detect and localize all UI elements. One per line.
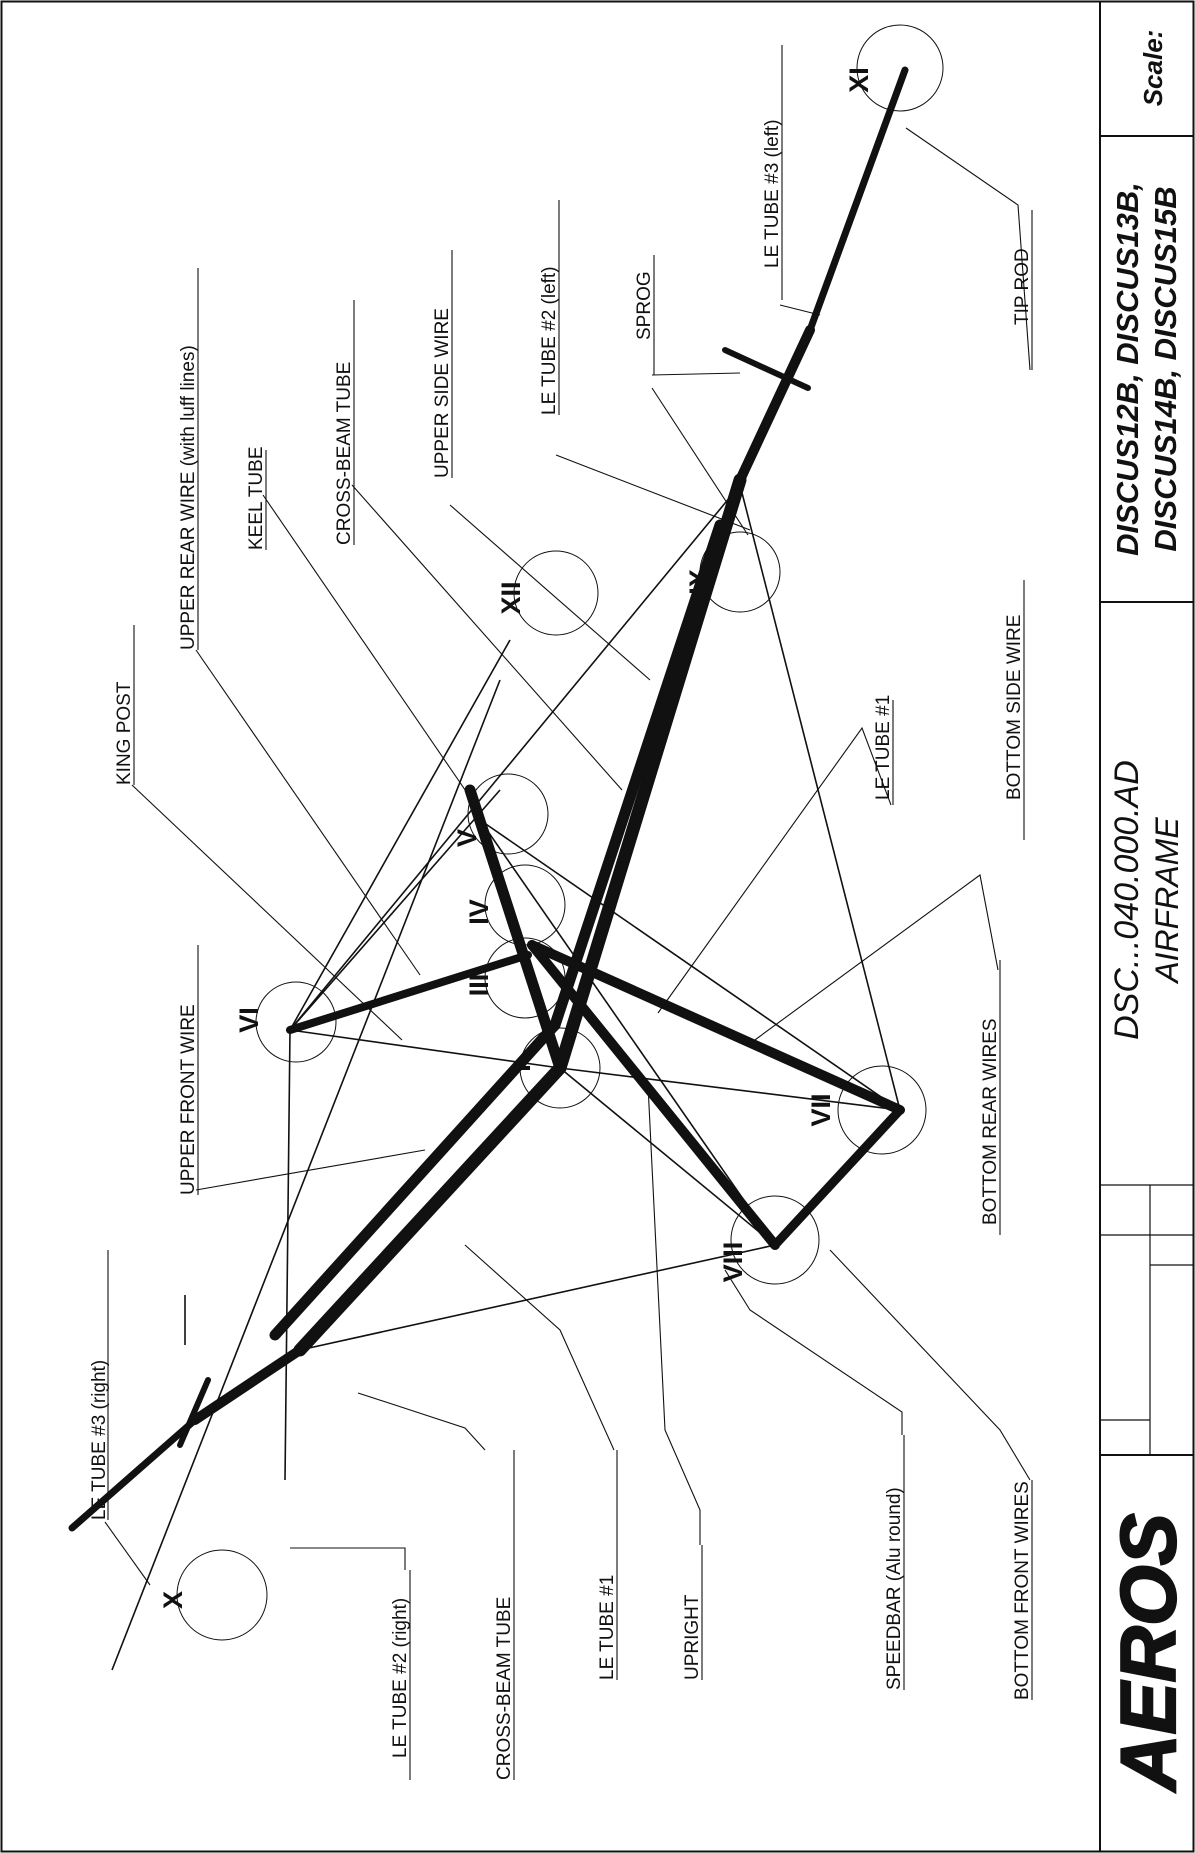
- label-cross-beam-tube-left: CROSS-BEAM TUBE: [334, 362, 355, 545]
- label-tip-rod: TIP ROD: [1012, 248, 1033, 325]
- detail-circle-iii: [484, 937, 566, 1019]
- sprog-right-shape: [177, 1377, 211, 1448]
- label-le-tube-2-right: LE TUBE #2 (right): [390, 1598, 411, 1758]
- detail-vii: VII: [806, 1093, 836, 1126]
- label-sprog: SPROG: [634, 271, 655, 340]
- detail-circle-x: [176, 1549, 268, 1641]
- label-bottom-front-wires: BOTTOM FRONT WIRES: [1012, 1481, 1033, 1700]
- label-upright: UPRIGHT: [682, 1594, 703, 1680]
- detail-circle-i: [519, 1027, 601, 1109]
- detail-numerals: I III IV V VI VII VIII IX X XI XII: [158, 67, 874, 1609]
- detail-viii: VIII: [718, 1242, 748, 1283]
- sprog-left-shape: [722, 347, 811, 391]
- models-line-1: DISCUS12B, DISCUS13B,: [1110, 182, 1145, 556]
- part-labels: LE TUBE #3 (right) LE TUBE #2 (right) CR…: [89, 45, 1033, 1780]
- models-line-2: DISCUS14B, DISCUS15B: [1148, 186, 1183, 551]
- aeros-logo: AEROS: [1104, 1513, 1192, 1792]
- detail-circle-vii: [837, 1065, 927, 1155]
- detail-circles: [176, 24, 944, 1641]
- label-upper-side-wire: UPPER SIDE WIRE: [432, 308, 453, 478]
- label-bottom-side-wire: BOTTOM SIDE WIRE: [1004, 615, 1025, 800]
- label-speedbar: SPEEDBAR (Alu round): [884, 1487, 905, 1690]
- drawing-title: AIRFRAME: [1149, 817, 1185, 985]
- detail-vi: VI: [234, 1007, 264, 1033]
- wires: [111, 484, 901, 1671]
- scale-label: Scale:: [1138, 30, 1168, 107]
- detail-circle-vi: [255, 981, 337, 1063]
- label-upper-front-wire: UPPER FRONT WIRE: [178, 1004, 199, 1195]
- detail-circle-xi: [856, 24, 944, 112]
- label-le-tube-1-left: LE TUBE #1: [873, 695, 894, 800]
- drawing-number: DSC...040.000.AD: [1108, 760, 1146, 1040]
- leader-lines: [104, 127, 1031, 1586]
- detail-xi: XI: [844, 67, 874, 93]
- label-keel-tube: KEEL TUBE: [246, 447, 267, 551]
- label-le-tube-2-left: LE TUBE #2 (left): [539, 266, 560, 415]
- detail-iv: IV: [464, 899, 494, 925]
- label-le-tube-3-right: LE TUBE #3 (right): [89, 1360, 110, 1520]
- detail-circle-ix: [699, 531, 781, 613]
- label-upper-rear-wire: UPPER REAR WIRE (with luff lines): [178, 345, 199, 650]
- label-le-tube-1-right: LE TUBE #1: [597, 1575, 618, 1680]
- detail-xii: XII: [496, 581, 526, 614]
- detail-circle-iv: [484, 864, 566, 946]
- detail-x: X: [158, 1591, 188, 1609]
- detail-circle-viii: [730, 1195, 820, 1285]
- title-block: Scale: DISCUS12B, DISCUS13B, DISCUS14B, …: [1099, 2, 1193, 1851]
- label-le-tube-3-left: LE TUBE #3 (left): [762, 119, 783, 268]
- detail-v: V: [452, 829, 482, 847]
- label-king-post: KING POST: [114, 681, 135, 785]
- detail-ix: IX: [684, 569, 714, 595]
- label-cross-beam-tube-right: CROSS-BEAM TUBE: [494, 1597, 515, 1780]
- detail-i: I: [506, 1064, 536, 1072]
- detail-circle-v: [467, 773, 549, 855]
- airframe-structure: [68, 66, 909, 1532]
- label-bottom-rear-wires: BOTTOM REAR WIRES: [980, 1018, 1001, 1225]
- detail-circle-xii: [513, 550, 599, 636]
- detail-iii: III: [464, 974, 494, 997]
